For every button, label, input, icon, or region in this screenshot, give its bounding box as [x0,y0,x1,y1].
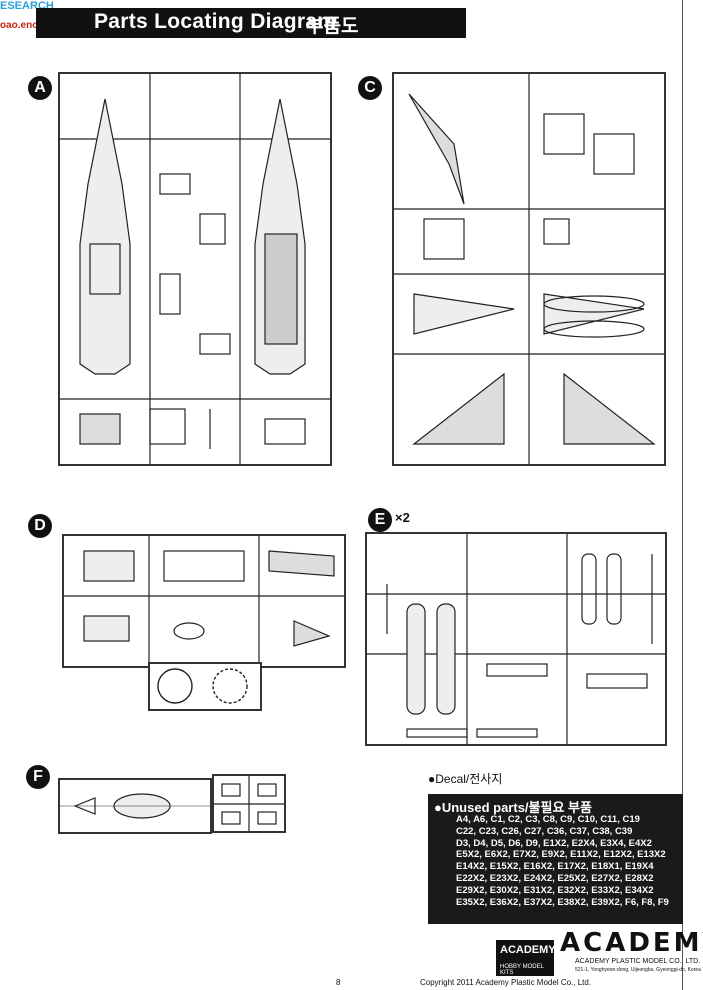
sprue-f-parts [60,793,210,819]
sprue-d-extension [148,662,262,711]
unused-line: E22X2, E23X2, E24X2, E25X2, E27X2, E28X2 [456,872,654,884]
small-logo-text: ACADEMY [500,944,556,956]
sprue-f-frame [58,778,212,834]
sprue-f-badge: F [26,765,50,789]
sprue-f-small-parts [214,776,284,831]
sprue-e-multiplier: ×2 [395,510,410,525]
sprue-d-badge: D [28,514,52,538]
sprue-c-badge: C [358,76,382,100]
small-logo-subtext: HOBBY MODEL KITS [500,964,544,976]
watermark-url: oao.enou.co [0,20,59,31]
sprue-d-rings [157,668,248,704]
company-name: ACADEMY PLASTIC MODEL CO., LTD. [575,958,701,965]
unused-parts-box: ●Unused parts/불필요 부품 A4, A6, C1, C2, C3,… [428,794,683,924]
unused-parts-title: ●Unused parts/불필요 부품 [434,800,592,815]
sprue-c-parts [394,74,664,464]
sprue-a-frame [58,72,332,466]
unused-line: E29X2, E30X2, E31X2, E32X2, E33X2, E34X2 [456,884,654,896]
unused-line: E5X2, E6X2, E7X2, E9X2, E11X2, E12X2, E1… [456,849,666,861]
unused-line: A4, A6, C1, C2, C3, C8, C9, C10, C11, C1… [456,814,640,825]
sprue-a-parts [60,74,330,464]
margin-line [682,0,683,990]
unused-line: E35X2, E36X2, E37X2, E38X2, E39X2, F6, F… [456,896,669,908]
academy-logo: ACADEMY [560,928,703,958]
sprue-f-extension [212,774,286,833]
company-address: 521-1, Yonghyeon-dong, Uijeongbu, Gyeong… [575,967,701,973]
sprue-a-badge: A [28,76,52,100]
page-number: 8 [336,978,341,987]
academy-small-logo: ACADEMY HOBBY MODEL KITS [496,940,556,976]
unused-parts-list: A4, A6, C1, C2, C3, C8, C9, C10, C11, C1… [456,814,680,908]
unused-line: E14X2, E15X2, E16X2, E17X2, E18X1, E19X4 [456,861,654,873]
header-bar: Parts Locating Diagram 부품도 [36,8,466,38]
unused-line: D3, D4, D5, D6, D9, E1X2, E2X4, E3X4, E4… [456,837,652,849]
page-title: Parts Locating Diagram [94,10,337,33]
sprue-e-parts [367,534,665,744]
decal-label: ●Decal/전사지 [428,772,503,786]
page-title-korean: 부품도 [306,16,359,37]
sprue-e-badge: E [368,508,392,532]
sprue-d-parts [64,536,344,666]
unused-line: C22, C23, C26, C27, C36, C37, C38, C39 [456,825,633,837]
sprue-d-frame [62,534,346,668]
copyright: Copyright 2011 Academy Plastic Model Co.… [420,978,592,987]
sprue-c-frame [392,72,666,466]
page-header: Parts Locating Diagram 부품도 [0,8,703,38]
sprue-e-frame [365,532,667,746]
